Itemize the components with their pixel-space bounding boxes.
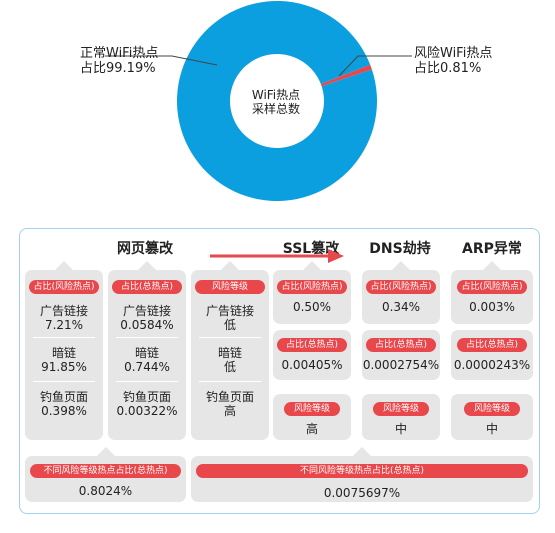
web-tamper-footer-card <box>25 447 186 502</box>
web-tamper-card-risk-share <box>25 261 103 440</box>
arp-risk-share-value: 0.003% <box>469 300 515 314</box>
ssl-level-card <box>273 394 351 440</box>
right-arrow-icon <box>210 249 344 263</box>
web-tamper-title: 网页篡改 <box>117 241 173 257</box>
arp-total-share-pill: 占比(总热点) <box>457 338 527 352</box>
web-tamper-card-total-share <box>108 261 186 440</box>
normal-wifi-share: 占比99.19% <box>80 61 156 76</box>
ssl-risk-share-card <box>273 261 351 324</box>
center-label-line2: 采样总数 <box>251 102 300 116</box>
divider <box>116 381 178 382</box>
leader-line-normal <box>105 55 218 66</box>
donut-chart <box>105 0 412 201</box>
web-tamper-phishing-level: 钓鱼页面高 <box>205 390 254 418</box>
web-tamper-footer-value: 0.8024% <box>78 484 133 498</box>
normal-wifi-slice <box>176 0 377 201</box>
ssl-title: SSL篡改 <box>282 241 340 257</box>
web-tamper-ad-link-level: 广告链接低 <box>205 304 254 332</box>
arp-risk-share-pill: 占比(风险热点) <box>457 280 527 294</box>
arp-level-card <box>451 394 533 440</box>
web-tamper-risk-share-pill: 占比(风险热点) <box>29 280 99 294</box>
ssl-risk-share-value: 0.50% <box>292 300 332 314</box>
dns-title: DNS劫持 <box>369 241 431 257</box>
attacks-footer-card <box>191 447 533 502</box>
risk-wifi-slice <box>320 64 372 87</box>
donut-center-label: WiFi热点 采样总数 <box>236 88 316 116</box>
web-tamper-total-share-pill: 占比(总热点) <box>112 280 182 294</box>
attacks-footer-value: 0.0075697% <box>323 486 401 500</box>
attacks-footer-pill: 不同风险等级热点占比(总热点) <box>196 464 528 478</box>
web-tamper-dark-link-level: 暗链低 <box>217 346 242 374</box>
dns-total-share-pill: 占比(总热点) <box>366 338 436 352</box>
ssl-total-share-value: 0.00405% <box>281 358 343 372</box>
divider <box>116 337 178 338</box>
ssl-level-value: 高 <box>305 422 318 436</box>
divider <box>33 337 95 338</box>
divider <box>199 381 261 382</box>
center-label-line1: WiFi热点 <box>251 88 301 102</box>
dns-level-pill: 风险等级 <box>373 402 429 416</box>
normal-wifi-label: 正常WiFi热点 占比99.19% <box>80 46 158 76</box>
divider <box>33 381 95 382</box>
risk-wifi-label: 风险WiFi热点 占比0.81% <box>414 46 492 76</box>
dns-total-share-value: 0.0002754% <box>362 358 440 372</box>
arp-level-value: 中 <box>485 422 498 436</box>
divider <box>199 337 261 338</box>
normal-wifi-name: 正常WiFi热点 <box>80 46 159 61</box>
ssl-level-pill: 风险等级 <box>284 402 340 416</box>
dns-risk-share-card <box>362 261 440 324</box>
risk-wifi-name: 风险WiFi热点 <box>414 46 493 61</box>
dns-level-value: 中 <box>394 422 407 436</box>
risk-wifi-share: 占比0.81% <box>414 61 482 76</box>
web-tamper-footer-pill: 不同风险等级热点占比(总热点) <box>30 464 181 478</box>
web-tamper-risk-level-pill: 风险等级 <box>195 280 265 294</box>
ssl-risk-share-pill: 占比(风险热点) <box>277 280 347 294</box>
ssl-total-share-pill: 占比(总热点) <box>277 338 347 352</box>
dns-risk-share-pill: 占比(风险热点) <box>366 280 436 294</box>
leader-line-risk <box>338 55 412 77</box>
arp-title: ARP异常 <box>462 241 522 257</box>
dns-level-card <box>362 394 440 440</box>
dns-risk-share-value: 0.34% <box>381 300 421 314</box>
arp-risk-share-card <box>451 261 533 324</box>
web-tamper-card-risk-level <box>191 261 269 440</box>
arp-total-share-value: 0.0000243% <box>453 358 531 372</box>
arp-level-pill: 风险等级 <box>464 402 520 416</box>
